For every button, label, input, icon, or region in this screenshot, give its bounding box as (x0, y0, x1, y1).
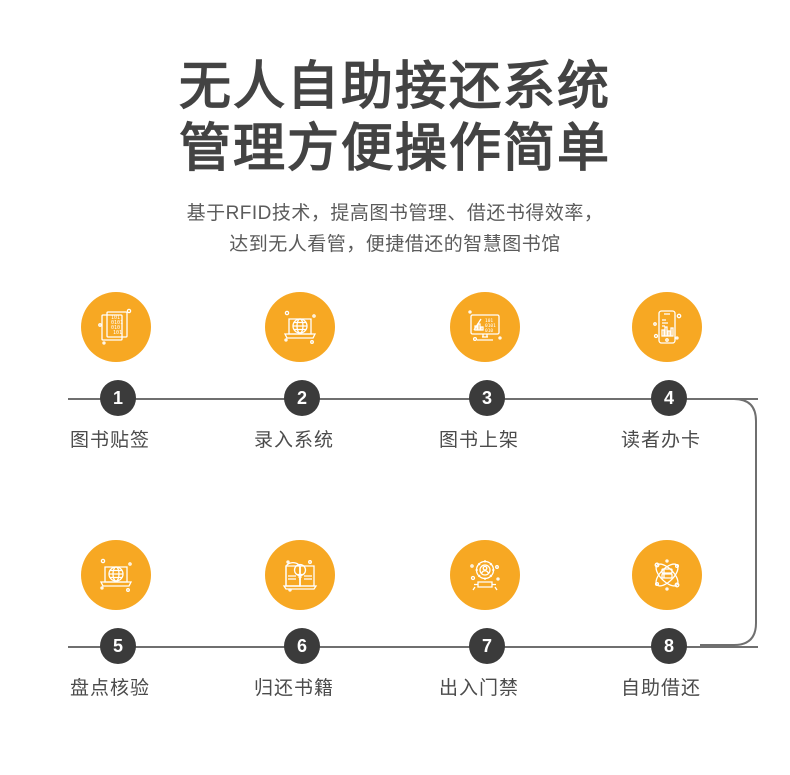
flow-row-2: 5 盘点核验 (0, 540, 790, 740)
flow-step-label: 图书贴签 (70, 430, 151, 451)
flow-step-badge: 1 (100, 380, 136, 416)
flow-step-label: 自助借还 (621, 678, 702, 699)
open-book-lightbulb-icon (265, 540, 335, 610)
page-subtitle-line-1: 基于RFID技术，提高图书管理、借还书得效率， (186, 203, 604, 224)
page-title-line-2: 管理方便操作简单 (178, 120, 611, 178)
process-flow: 101 0101 010 101 1 图书贴签 (0, 292, 790, 722)
svg-text:101: 101 (113, 330, 122, 336)
svg-text:101: 101 (111, 315, 120, 321)
flow-step-badge: 7 (469, 628, 505, 664)
page-subtitle: 基于RFID技术，提高图书管理、借还书得效率， 达到无人看管，便捷借还的智慧图书… (0, 198, 790, 260)
atom-books-icon (632, 540, 702, 610)
svg-text:0101: 0101 (111, 320, 123, 326)
monitor-chart-binary-icon: 101 0101 010 (450, 292, 520, 362)
flow-step-badge: 3 (469, 380, 505, 416)
flow-step-label: 盘点核验 (70, 678, 151, 699)
flow-step-badge: 2 (284, 380, 320, 416)
flow-step-badge: 8 (651, 628, 687, 664)
flow-rule-row-1 (68, 398, 758, 400)
flow-row-1: 101 0101 010 101 1 图书贴签 (0, 292, 790, 492)
smartphone-chart-icon (632, 292, 702, 362)
flow-step-label: 出入门禁 (439, 678, 520, 699)
svg-text:0101: 0101 (485, 323, 496, 329)
flow-step-label: 归还书籍 (254, 678, 335, 699)
svg-text:101: 101 (485, 318, 493, 324)
page-header: 无人自助接还系统 管理方便操作简单 基于RFID技术，提高图书管理、借还书得效率… (0, 0, 790, 260)
gear-person-icon (450, 540, 520, 610)
svg-text:010: 010 (485, 328, 493, 334)
flow-step-badge: 4 (651, 380, 687, 416)
flow-step-label: 图书上架 (439, 430, 520, 451)
flow-step-label: 读者办卡 (621, 430, 702, 451)
laptop-globe-icon (81, 540, 151, 610)
flow-step-badge: 6 (284, 628, 320, 664)
page-subtitle-line-2: 达到无人看管，便捷借还的智慧图书馆 (229, 234, 561, 255)
flow-step-badge: 5 (100, 628, 136, 664)
svg-text:010: 010 (111, 325, 120, 331)
laptop-globe-icon (265, 292, 335, 362)
flow-step-label: 录入系统 (254, 430, 335, 451)
binary-document-icon: 101 0101 010 101 (81, 292, 151, 362)
page-title-line-1: 无人自助接还系统 (178, 58, 611, 116)
flow-rule-row-2 (68, 646, 758, 648)
